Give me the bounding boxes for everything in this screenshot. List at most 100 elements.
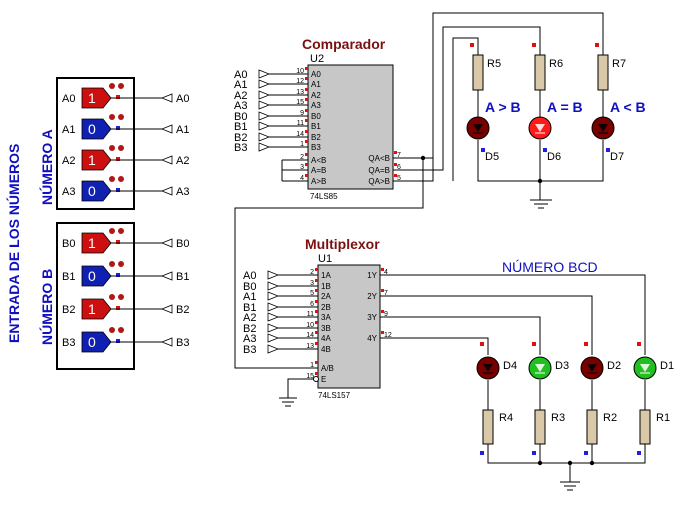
pin-label: 1Y bbox=[367, 271, 377, 280]
diode-icon bbox=[535, 124, 545, 132]
pin-state bbox=[381, 331, 384, 334]
terminal-label: A0 bbox=[234, 69, 247, 81]
terminal-label: B0 bbox=[234, 111, 247, 123]
multiplexer-ref: U1 bbox=[318, 253, 332, 265]
terminal-icon bbox=[258, 69, 271, 79]
pin-state bbox=[305, 119, 308, 122]
pin-state bbox=[584, 342, 588, 346]
input-label: B2 bbox=[62, 304, 75, 316]
terminal-icon bbox=[160, 124, 173, 134]
diode-icon bbox=[473, 124, 483, 132]
resistor-r2 bbox=[586, 409, 598, 445]
diode-icon bbox=[640, 364, 650, 372]
pin-state bbox=[315, 268, 318, 271]
toggle-box[interactable] bbox=[81, 118, 112, 140]
mux-enable-ground bbox=[279, 378, 307, 407]
pin-state bbox=[305, 163, 308, 166]
toggle-box[interactable] bbox=[81, 180, 112, 202]
pin-state bbox=[394, 163, 397, 166]
terminal-label: A3 bbox=[243, 333, 256, 345]
terminal-label: A2 bbox=[176, 155, 189, 167]
terminal-icon bbox=[267, 291, 280, 301]
pin-state bbox=[305, 174, 308, 177]
state-marker bbox=[116, 126, 120, 130]
state-marker bbox=[116, 240, 120, 244]
state-marker bbox=[116, 188, 120, 192]
pin-label: 3Y bbox=[367, 313, 377, 322]
toggle-box[interactable] bbox=[81, 265, 112, 287]
pin-label: A1 bbox=[311, 80, 321, 89]
toggle-box[interactable] bbox=[81, 298, 112, 320]
resistor-label: R3 bbox=[551, 412, 565, 424]
terminal-icon bbox=[267, 323, 280, 333]
knob-icon bbox=[118, 145, 124, 151]
input-label: B0 bbox=[62, 238, 75, 250]
pin-number: 11 bbox=[297, 120, 304, 127]
terminal-icon bbox=[160, 304, 173, 314]
terminal-label: B1 bbox=[234, 121, 247, 133]
pin-state bbox=[305, 67, 308, 70]
pin-state bbox=[543, 148, 547, 152]
input-label: A3 bbox=[62, 186, 75, 198]
pin-number: 7 bbox=[397, 152, 401, 159]
terminal-a0: A0 bbox=[243, 270, 304, 282]
toggle-box[interactable] bbox=[81, 232, 112, 254]
toggle-box[interactable] bbox=[81, 149, 112, 171]
multiplexer-part: 74LS157 bbox=[318, 391, 351, 400]
pin-state bbox=[305, 140, 308, 143]
led-label: D6 bbox=[547, 151, 561, 163]
input-label: A0 bbox=[62, 93, 75, 105]
terminal-label: A3 bbox=[176, 186, 189, 198]
pin-state bbox=[305, 77, 308, 80]
pin-label: 3B bbox=[321, 324, 331, 333]
diode-icon bbox=[483, 364, 493, 372]
terminal-icon bbox=[258, 142, 271, 152]
resistor-label: R5 bbox=[487, 58, 501, 70]
pin-state bbox=[606, 148, 610, 152]
pin-state bbox=[480, 451, 484, 455]
knob-icon bbox=[118, 176, 124, 182]
toggle-box[interactable] bbox=[81, 331, 112, 353]
terminal-icon bbox=[267, 281, 280, 291]
terminal-a1: A1 bbox=[243, 291, 304, 303]
led-label: D1 bbox=[660, 360, 674, 372]
terminal-label: A1 bbox=[243, 291, 256, 303]
terminal-icon bbox=[258, 132, 271, 142]
toggle-value: 0 bbox=[88, 268, 96, 284]
pin-number: 12 bbox=[296, 78, 304, 85]
terminal-icon bbox=[267, 270, 280, 280]
resistor-r6 bbox=[534, 54, 546, 91]
terminal-label: B1 bbox=[243, 302, 256, 314]
terminal-label: B3 bbox=[234, 142, 247, 154]
terminal-label: B2 bbox=[243, 323, 256, 335]
diode-icon bbox=[598, 124, 608, 132]
input-label: B1 bbox=[62, 271, 75, 283]
pin-number: 13 bbox=[306, 343, 314, 350]
relation-label: A < B bbox=[610, 99, 646, 115]
side-label-number-b: NÚMERO B bbox=[38, 269, 55, 345]
pin-number: 6 bbox=[310, 301, 314, 308]
terminal-icon bbox=[258, 111, 271, 121]
pin-number: 13 bbox=[296, 89, 304, 96]
pin-state bbox=[480, 342, 484, 346]
state-marker bbox=[116, 157, 120, 161]
toggle-box[interactable] bbox=[81, 87, 112, 109]
